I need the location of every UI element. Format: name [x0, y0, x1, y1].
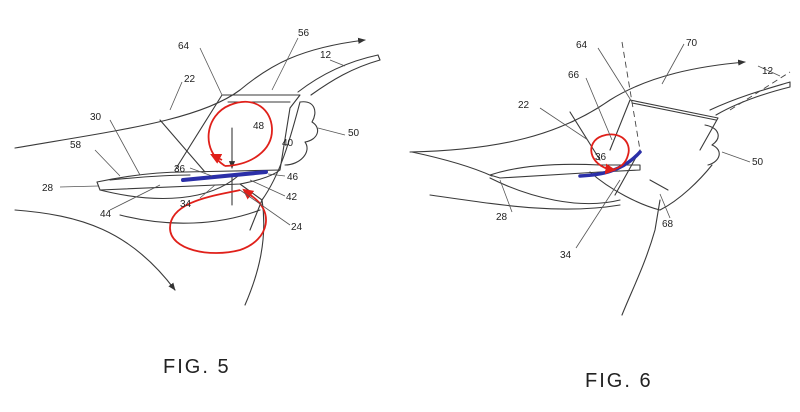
ref-label: 22 — [184, 74, 196, 85]
ref-label: 50 — [348, 128, 360, 139]
ref-label: 44 — [100, 209, 112, 220]
figure-5: 64 56 12 22 30 48 40 58 50 36 46 28 42 3… — [14, 28, 381, 378]
ref-label: 22 — [518, 100, 530, 111]
figure-caption: FIG. 5 — [163, 356, 231, 378]
flap-body — [489, 163, 641, 179]
ref-label: 50 — [752, 157, 764, 168]
ref-label: 34 — [180, 199, 192, 210]
recirculation-lower — [169, 189, 267, 254]
housing — [609, 99, 719, 151]
ref-label: 40 — [282, 138, 294, 149]
recirculation-upper — [207, 100, 273, 167]
ref-label: 42 — [286, 192, 298, 203]
ref-label: 12 — [320, 50, 332, 61]
outer-skin — [709, 81, 791, 116]
ref-label: 56 — [298, 28, 310, 39]
ref-label: 28 — [42, 183, 54, 194]
ref-label: 46 — [287, 172, 299, 183]
ref-label: 36 — [174, 164, 186, 175]
ref-label: 12 — [762, 66, 774, 77]
ref-label: 64 — [178, 41, 190, 52]
housing — [174, 94, 301, 171]
ref-label: 58 — [70, 140, 82, 151]
ref-label: 34 — [560, 250, 572, 261]
ref-label: 28 — [496, 212, 508, 223]
ref-label: 70 — [686, 38, 698, 49]
flow-arrow-upper — [409, 59, 746, 153]
flap-body — [96, 169, 281, 191]
ref-label: 68 — [662, 219, 674, 230]
ref-label: 48 — [253, 121, 265, 132]
ref-label: 66 — [568, 70, 580, 81]
figure-6: 64 70 66 12 22 36 50 28 68 34 FIG. 6 — [409, 38, 791, 392]
figure-caption: FIG. 6 — [585, 370, 653, 392]
plate-highlight — [181, 170, 268, 182]
recirculation — [590, 133, 630, 171]
ref-label: 30 — [90, 112, 102, 123]
ref-label: 24 — [291, 222, 303, 233]
flow-arrow-lower — [429, 194, 621, 210]
flow-arrow-lower — [14, 209, 176, 291]
ref-label: 36 — [595, 152, 607, 163]
outer-skin — [297, 54, 379, 93]
ref-label: 64 — [576, 40, 588, 51]
